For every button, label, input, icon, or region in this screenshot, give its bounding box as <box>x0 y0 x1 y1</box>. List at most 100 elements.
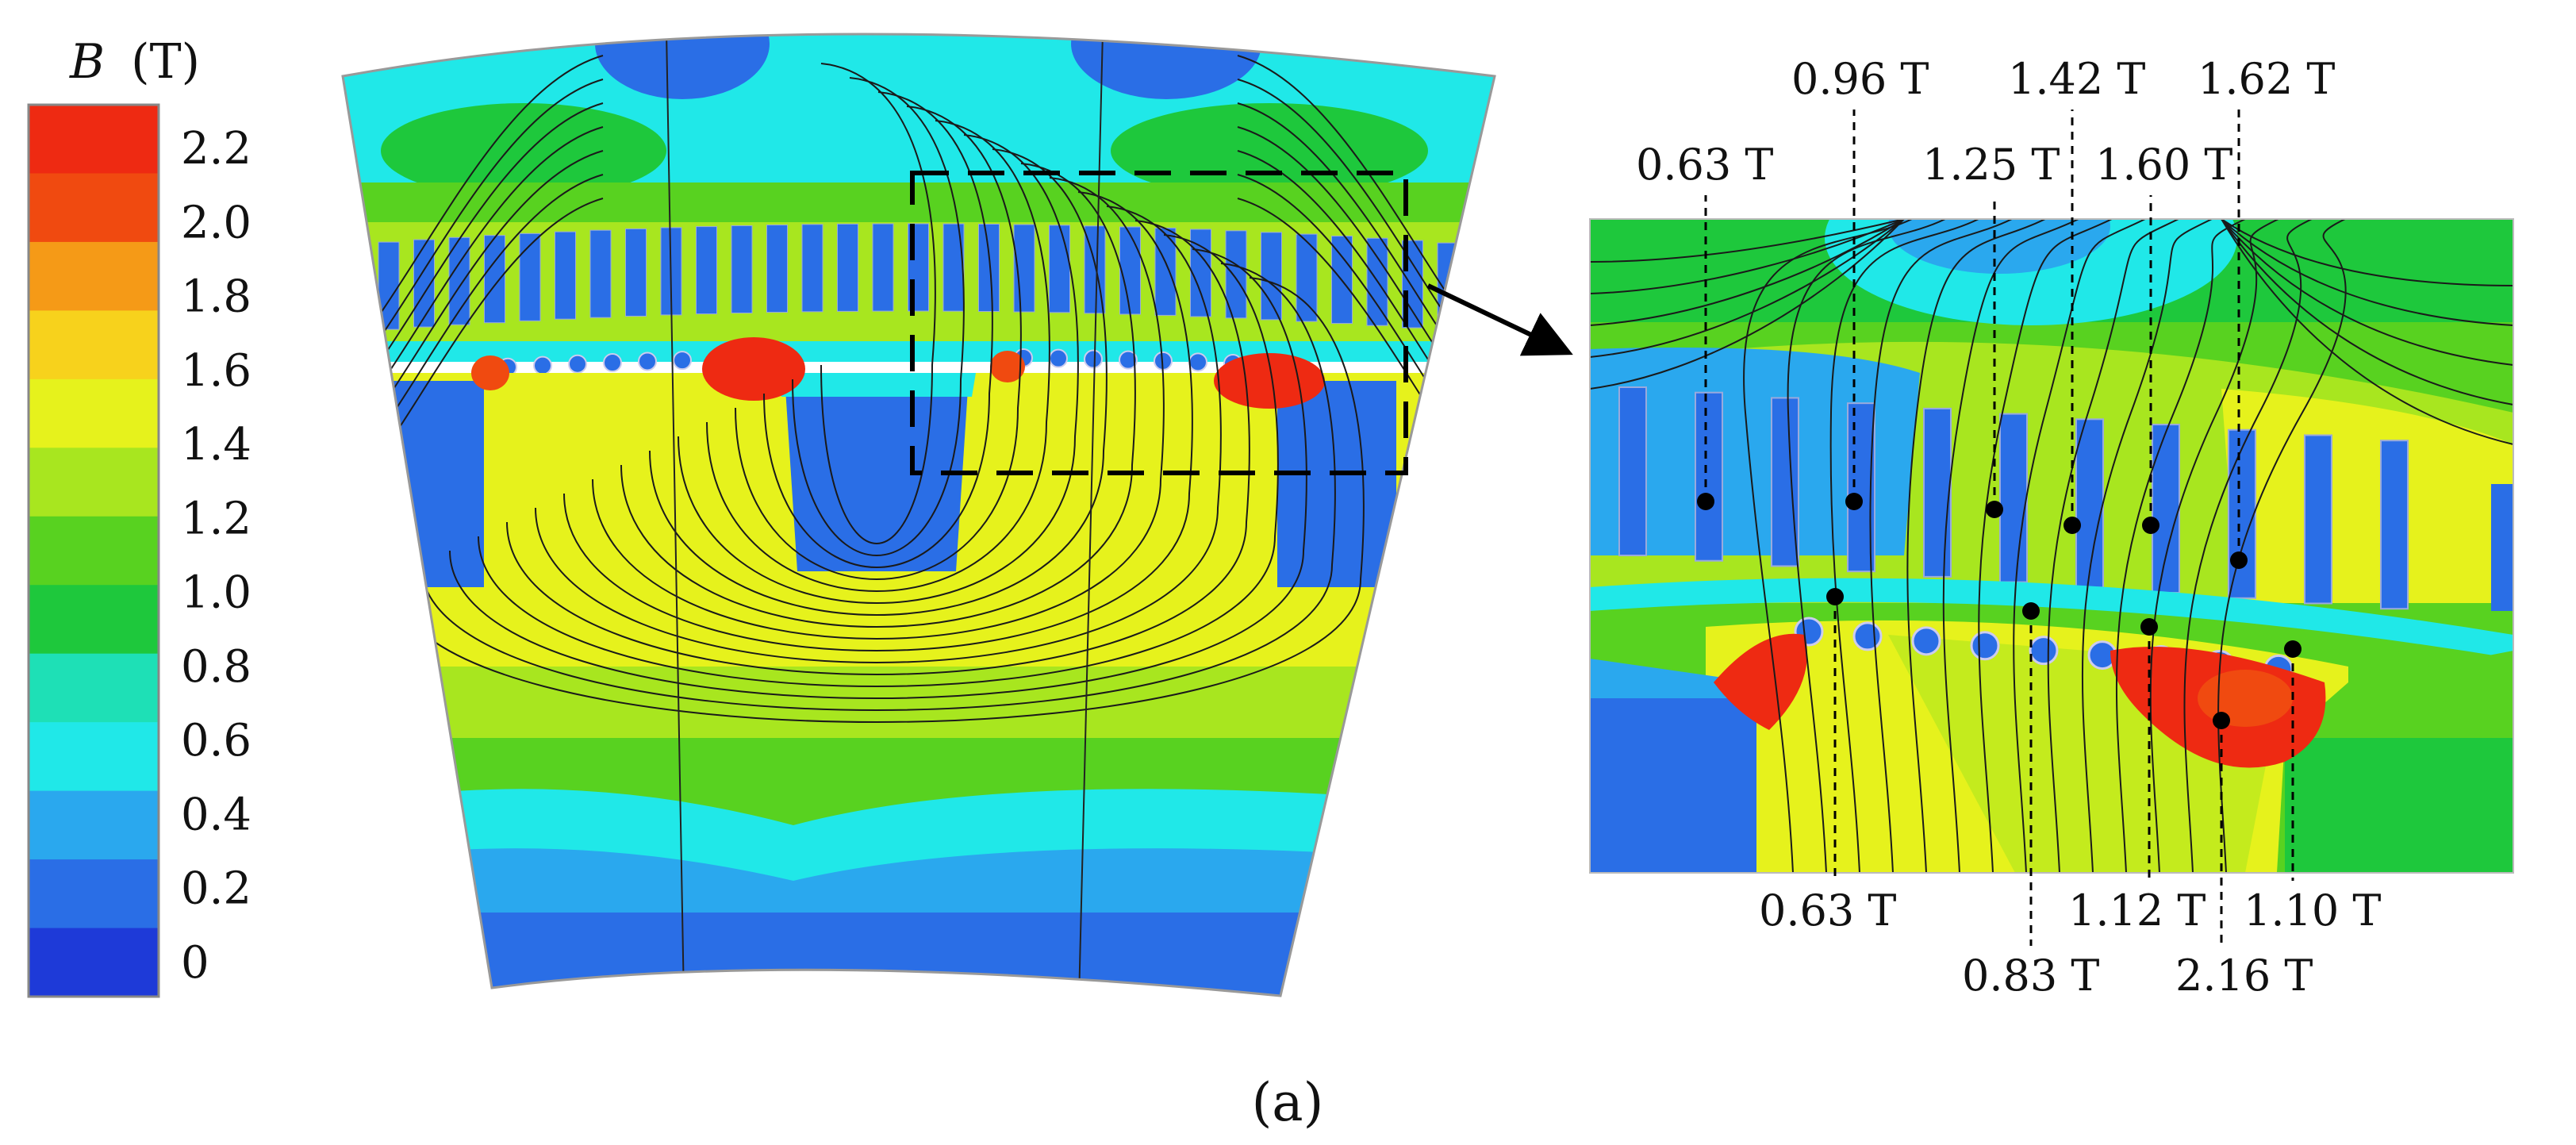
zoom-stator-slot <box>2228 428 2256 599</box>
stator-slot <box>1437 242 1459 331</box>
colorbar-band <box>29 585 159 655</box>
stator-slot <box>696 226 717 315</box>
annotation-label: 1.25 T <box>1922 140 2060 190</box>
stator-slot <box>589 229 612 318</box>
zoom-flux-line <box>2013 219 2146 873</box>
zoom-flux-lines <box>1590 219 2513 873</box>
zoom-flux-line <box>2047 219 2179 873</box>
zoom-yoke-lowest-zone <box>1888 219 2110 274</box>
zoom-flux-line <box>2221 219 2513 445</box>
colorbar-band <box>29 516 159 586</box>
stator-slot <box>766 225 788 313</box>
stator-slot <box>731 225 753 313</box>
zoom-stator-slot <box>2380 440 2409 610</box>
colorbar-tick-label: 1.8 <box>181 271 251 323</box>
zoom-flux-line <box>2221 219 2513 405</box>
zoom-stator-slot <box>1695 391 1723 562</box>
stator-slot <box>1225 230 1247 319</box>
colorbar-band <box>29 859 159 929</box>
flux-line <box>820 63 936 544</box>
zoom-frame <box>1589 218 2514 874</box>
zoom-flux-line <box>1590 219 1905 326</box>
stator-slot <box>1119 226 1141 315</box>
zoom-interpolar-edge <box>1590 659 1756 698</box>
figure-caption: (a) <box>1252 1072 1324 1133</box>
zoom-right-rotor-low <box>2285 738 2513 873</box>
zoom-stator-slot <box>2075 418 2104 589</box>
zoom-air-gap <box>1590 578 2513 659</box>
flux-line <box>563 191 1193 651</box>
zoom-right-high-zone <box>2221 389 2513 603</box>
flux-line <box>506 220 1250 675</box>
saturation-center-spot <box>990 351 1025 382</box>
colorbar-band <box>29 241 159 312</box>
saturation-left-spot <box>471 355 509 390</box>
colorbar-tick-label: 0.2 <box>181 863 251 915</box>
zoom-damper-bar <box>2029 636 2059 666</box>
flux-line <box>620 163 1136 628</box>
zoom-flux-line <box>1906 219 2046 873</box>
colorbar-tick-label: 0.4 <box>181 789 251 840</box>
damper-bar <box>1119 350 1138 370</box>
zoom-flux-line <box>1743 219 1913 873</box>
stator-slot <box>837 223 858 312</box>
colorbar-title: B (T) <box>69 34 200 90</box>
stator-slot <box>484 235 505 324</box>
stator-slot <box>942 223 965 312</box>
stator-slot <box>519 232 541 321</box>
zoom-flux-line <box>1590 219 1905 294</box>
annotation-label: 1.42 T <box>2008 54 2145 104</box>
zoom-flux-line <box>1942 219 2079 873</box>
zoom-damper-bar <box>1970 631 2000 661</box>
flux-line <box>792 77 965 556</box>
damper-bar <box>568 354 587 374</box>
zoom-stator-slots <box>1618 386 2513 611</box>
sector-outline <box>341 33 1496 997</box>
colorbar-tick-label: 0.8 <box>181 641 251 693</box>
damper-bar <box>603 352 622 372</box>
zoom-stator-slot <box>2491 484 2513 611</box>
flux-line <box>592 177 1165 640</box>
colorbar-tick-label: 1.4 <box>181 419 251 471</box>
zoom-stator-slot <box>2304 434 2332 605</box>
zoom-flux-line <box>2183 219 2313 873</box>
flux-line <box>678 134 1079 604</box>
stator-slot <box>625 228 647 317</box>
colorbar-tick-labels: 2.22.01.81.61.41.21.00.80.60.40.20 <box>181 123 251 989</box>
interpolar-right <box>1277 381 1396 587</box>
annotation-label: 0.83 T <box>1962 951 2099 1001</box>
stator-slot <box>1190 229 1211 317</box>
zoom-stator-slot <box>1771 397 1799 567</box>
stator-slot <box>801 224 823 313</box>
flux-lines <box>343 55 1495 723</box>
zoom-stator-slot <box>1999 413 2028 583</box>
zoom-flux-line <box>2221 219 2513 366</box>
zoom-damper-bar <box>1852 621 1883 651</box>
zoom-arrow <box>1426 283 1573 356</box>
zoom-flux-line <box>1590 219 1905 390</box>
colorbar-band <box>29 653 159 724</box>
flux-line <box>392 277 1365 723</box>
zoom-flux-line <box>1590 219 1905 358</box>
zoom-stator-slot <box>1923 407 1952 578</box>
stator-slot <box>1261 232 1282 321</box>
saturation-right-pole-tip <box>1214 353 1325 409</box>
flux-line <box>535 206 1222 663</box>
colorbar-band <box>29 448 159 517</box>
colorbar-bands <box>29 105 159 997</box>
stator-slot <box>978 223 1000 312</box>
zoom-view: 0.63 T0.96 T1.25 T1.42 T1.60 T1.62 T0.63… <box>1589 54 2514 1001</box>
annotation-label: 2.16 T <box>2175 951 2313 1001</box>
colorbar-band <box>29 928 159 997</box>
zoom-flux-line <box>1829 219 1979 873</box>
zoom-saturation-left <box>1714 633 1807 730</box>
colorbar-tick-label: 2.2 <box>181 123 251 175</box>
zoom-flux-line <box>2081 219 2213 873</box>
annotation-label: 1.10 T <box>2244 886 2381 936</box>
motor-sector <box>341 33 1496 997</box>
flux-line <box>449 248 1307 699</box>
damper-bar <box>1049 348 1068 368</box>
damper-bar <box>673 351 692 371</box>
colorbar-tick-label: 1.6 <box>181 345 251 397</box>
